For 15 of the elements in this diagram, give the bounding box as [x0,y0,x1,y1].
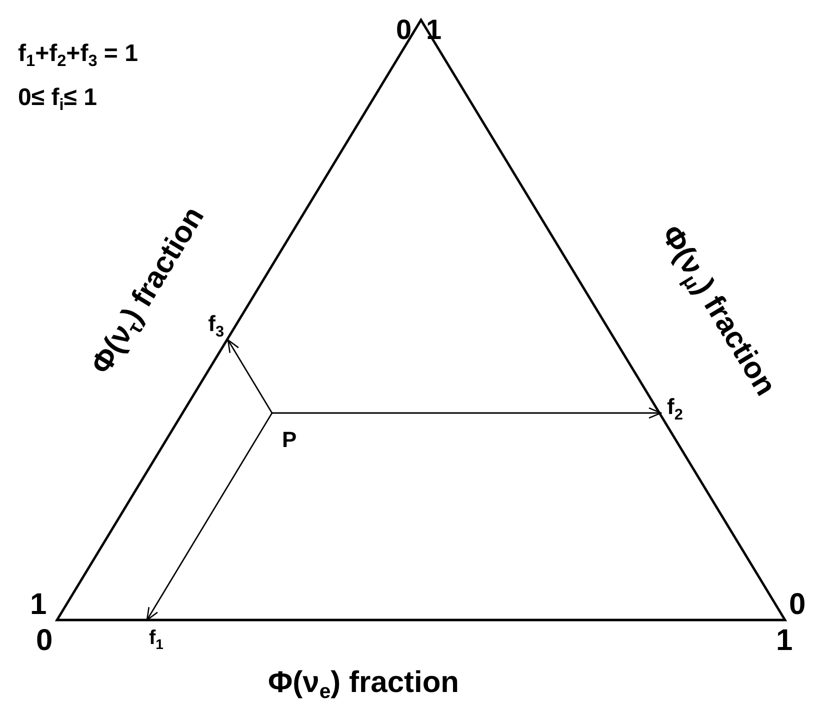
axis-label: Φ(ν$_{e}$) fraction [268,666,459,705]
tick-label: 1 [776,624,793,658]
point-label: f$_{2}$ [661,396,683,423]
point-label: P [272,413,297,451]
tick-label: 0 [36,624,53,658]
arrow [146,412,273,621]
point-label: f$_{1}$ [147,620,164,651]
arrow [272,407,662,419]
equation: 0≤ f$_{i}$≤ 1 [18,84,97,115]
equation: f$_{1}$+f$_{2}$+f$_{3}$ = 1 [18,40,138,71]
tick-label: 0 [789,588,806,622]
tick-label: 0 [396,14,412,46]
point-label: f$_{3}$ [208,313,228,340]
tick-label: 1 [30,588,47,622]
arrow [227,339,273,414]
